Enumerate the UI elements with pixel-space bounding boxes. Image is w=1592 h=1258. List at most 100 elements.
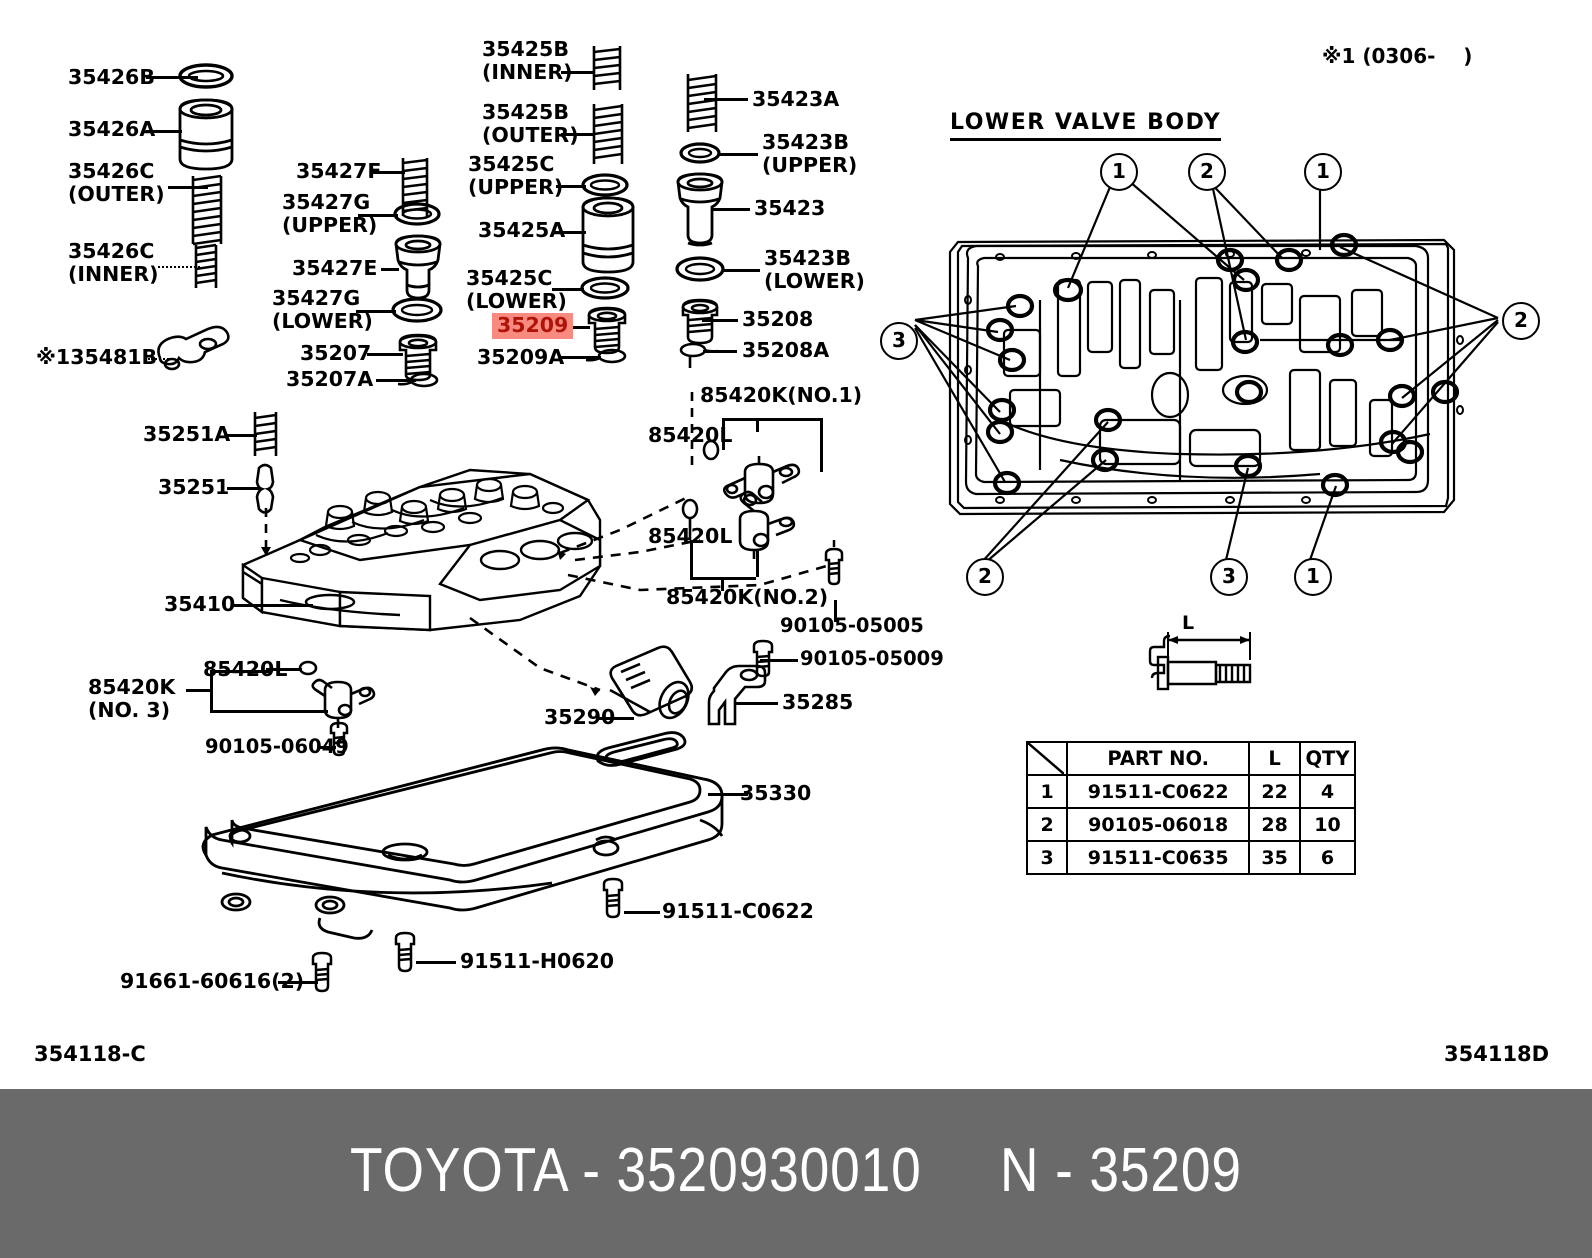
leader-90105-06049 bbox=[318, 746, 336, 749]
callout-2-bottom-left: 2 bbox=[966, 558, 1004, 596]
label-35425c-lower: 35425C (LOWER) bbox=[466, 266, 567, 313]
footer-bar bbox=[0, 1089, 1592, 1258]
label-35290: 35290 bbox=[544, 705, 616, 729]
leader-35290 bbox=[598, 717, 634, 720]
table-corner-slash bbox=[1025, 741, 1069, 776]
leader-35410 bbox=[233, 604, 313, 607]
lower-valve-body-detail bbox=[948, 232, 1464, 516]
table-row: 1 91511-C0622 22 4 bbox=[1025, 774, 1357, 809]
label-35423b-upper: 35423B (UPPER) bbox=[762, 130, 858, 177]
label-85420k-no3: 85420K (NO. 3) bbox=[88, 675, 176, 722]
leader-35208 bbox=[702, 319, 738, 322]
leader-35426a bbox=[146, 130, 182, 133]
leader-85420k1-bar bbox=[722, 418, 822, 421]
label-91661-60616: 91661-60616(2) bbox=[120, 969, 305, 993]
label-35425c-upper: 35425C (UPPER) bbox=[468, 152, 564, 199]
leader-35427f bbox=[371, 171, 405, 174]
leader-85420l-3 bbox=[266, 668, 302, 671]
callout-1-bottom: 1 bbox=[1294, 558, 1332, 596]
part-85420k-no2-solenoid bbox=[738, 490, 796, 559]
leader-35423b-upper bbox=[718, 153, 758, 156]
label-35207a: 35207A bbox=[286, 367, 374, 391]
leader-35209 bbox=[564, 326, 590, 329]
leader-35426b bbox=[146, 76, 198, 79]
label-35208a: 35208A bbox=[742, 338, 830, 362]
leader-85420k2-stem bbox=[721, 577, 724, 591]
label-35251a: 35251A bbox=[143, 422, 231, 446]
table-row: 2 90105-06018 28 10 bbox=[1025, 807, 1357, 842]
part-35285-bracket bbox=[707, 664, 767, 726]
part-35208-plug bbox=[681, 298, 719, 345]
leader-35425a bbox=[554, 231, 586, 234]
part-85420k-no3-solenoid bbox=[311, 678, 376, 728]
table-header-l: L bbox=[1248, 741, 1301, 776]
leader-35208a bbox=[703, 350, 737, 353]
leader-35425b-outer bbox=[561, 133, 595, 136]
part-35251-valve bbox=[255, 463, 275, 514]
table-cell-index: 1 bbox=[1025, 774, 1069, 809]
label-35427g-upper: 35427G (UPPER) bbox=[282, 190, 378, 237]
label-135481b: ※135481B bbox=[36, 345, 158, 369]
leader-91661-60616 bbox=[278, 981, 318, 984]
leader-35425c-upper bbox=[556, 185, 586, 188]
part-35427g-lower-oring bbox=[391, 297, 443, 323]
lower-valve-body-heading: LOWER VALVE BODY bbox=[950, 110, 1222, 141]
part-85420l-oring-1 bbox=[702, 439, 720, 461]
callout-1-top-left: 1 bbox=[1100, 153, 1138, 191]
label-35427f: 35427F bbox=[296, 159, 382, 183]
leader-35209a bbox=[561, 356, 601, 359]
leader-85420k2-left bbox=[690, 540, 693, 578]
label-35427e: 35427E bbox=[292, 256, 378, 280]
label-35207: 35207 bbox=[300, 341, 372, 365]
sheet-number-left: 354118-C bbox=[34, 1042, 146, 1066]
label-35427g-lower: 35427G (LOWER) bbox=[272, 286, 373, 333]
callout-1-top-right: 1 bbox=[1304, 153, 1342, 191]
leader-90105-05009 bbox=[760, 659, 798, 662]
callout-2-right: 2 bbox=[1502, 302, 1540, 340]
label-91511-c0622: 91511-C0622 bbox=[662, 899, 814, 923]
leader-35285 bbox=[736, 702, 778, 705]
part-85420k-no1-solenoid bbox=[722, 456, 801, 505]
label-85420l-3: 85420L bbox=[203, 657, 288, 681]
leader-35427g-lower bbox=[356, 310, 396, 313]
table-cell-index: 3 bbox=[1025, 840, 1069, 875]
label-35208: 35208 bbox=[742, 307, 814, 331]
leader-35423a bbox=[704, 98, 748, 101]
leader-85420k1-left bbox=[722, 418, 725, 450]
leader-90105-05005 bbox=[834, 600, 837, 622]
leader-85420k3-bar bbox=[210, 670, 213, 712]
leader-85420k1-stem bbox=[756, 418, 759, 432]
part-35423a-spring bbox=[686, 74, 718, 132]
table-header-part-no: PART NO. bbox=[1066, 741, 1251, 776]
leader-85420k2-bar bbox=[690, 577, 756, 580]
leader-35426c-outer bbox=[168, 186, 208, 189]
part-35427f-spring bbox=[401, 158, 429, 216]
part-35425c-lower-oring bbox=[580, 276, 630, 300]
leader-35207a bbox=[376, 379, 416, 382]
label-35209a: 35209A bbox=[477, 345, 565, 369]
dimension-label-L: L bbox=[1182, 612, 1195, 634]
label-85420k-no2: 85420K(NO.2) bbox=[666, 585, 829, 609]
label-35285: 35285 bbox=[782, 690, 854, 714]
leader-85420k3-top bbox=[210, 670, 272, 673]
label-85420l-1: 85420L bbox=[648, 423, 733, 447]
leader-35426c-inner bbox=[158, 266, 200, 268]
note-top-right: ※1 (0306- ) bbox=[1322, 44, 1473, 68]
part-35423b-upper-oring bbox=[679, 142, 721, 164]
table-cell-index: 2 bbox=[1025, 807, 1069, 842]
label-90105-05009: 90105-05009 bbox=[800, 647, 944, 670]
label-35410: 35410 bbox=[164, 592, 236, 616]
leader-35207 bbox=[367, 353, 403, 356]
part-35251a-spring bbox=[253, 412, 278, 456]
leader-85420k3-bot bbox=[210, 710, 328, 713]
table-cell-l: 35 bbox=[1248, 840, 1301, 875]
label-90105-06049: 90105-06049 bbox=[205, 735, 349, 758]
label-85420k-no1: 85420K(NO.1) bbox=[700, 383, 863, 407]
part-35423-sleeve bbox=[676, 172, 724, 247]
leader-91511-h0620 bbox=[416, 961, 456, 964]
label-90105-05005: 90105-05005 bbox=[780, 614, 924, 637]
part-35427g-upper-oring bbox=[393, 202, 441, 226]
sheet-number-right: 354118D bbox=[1444, 1042, 1550, 1066]
